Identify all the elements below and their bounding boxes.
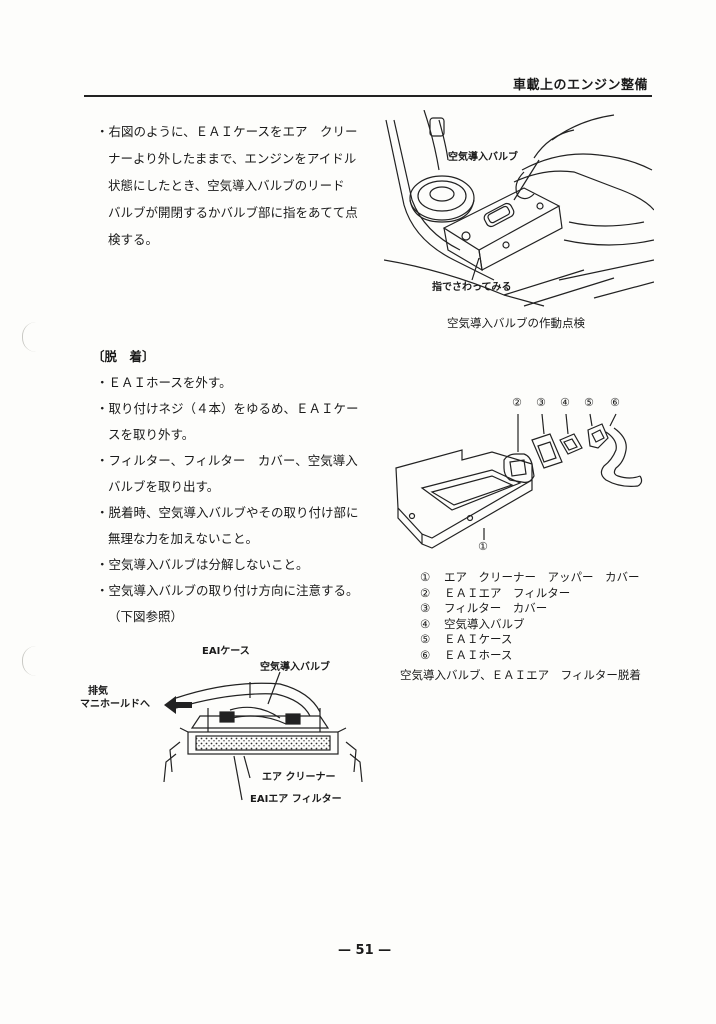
- procedure-line: ・空気導入バルブは分解しないこと。: [96, 557, 309, 572]
- figure-exploded-parts: ② ③ ④ ⑤ ⑥ ①: [392, 388, 672, 562]
- header-rule: [84, 95, 652, 97]
- label-finger: 指でさわってみる: [432, 282, 512, 293]
- callout-5: ⑤: [584, 396, 594, 409]
- callout-3: ③: [536, 396, 546, 409]
- procedure-line: スを取り外す。: [108, 427, 195, 442]
- intro-line: バルブが開閉するかバルブ部に指をあてて点: [108, 205, 358, 220]
- label-eai-case: EAIケース: [202, 646, 250, 657]
- page-header-title: 車載上のエンジン整備: [512, 78, 648, 93]
- procedure-line: ・ＥＡＩホースを外す。: [96, 375, 232, 390]
- label-eai-filter: EAIエア フィルター: [250, 794, 342, 805]
- procedure-line: （下図参照）: [108, 609, 184, 624]
- intro-line: 検する。: [108, 232, 159, 247]
- procedure-line: ・空気導入バルブの取り付け方向に注意する。: [96, 583, 359, 598]
- valve-check-illustration: [383, 109, 655, 307]
- callout-1: ①: [478, 540, 488, 553]
- figure1-caption: 空気導入バルブの作動点検: [447, 316, 585, 330]
- procedure-line: 無理な力を加えないこと。: [108, 531, 259, 546]
- page-number: — 51 —: [338, 943, 392, 958]
- figure-cross-section: EAIケース 空気導入バルブ 排気 マニホールドへ エア クリーナー EAIエア…: [80, 632, 380, 816]
- procedure-line: ・フィルター、フィルター カバー、空気導入: [96, 453, 358, 468]
- callout-4: ④: [560, 396, 570, 409]
- intro-paragraph: ・右図のように、ＥＡＩケースをエア クリー ナーより外したままで、エンジンをアイ…: [96, 118, 368, 253]
- callout-6: ⑥: [610, 396, 620, 409]
- intro-line: ナーより外したままで、エンジンをアイドル: [108, 151, 357, 166]
- punch-hole-mark: [22, 322, 37, 352]
- exploded-parts-illustration: [395, 413, 643, 549]
- intro-line: 状態にしたとき、空気導入バルブのリード: [108, 178, 345, 193]
- procedure-list: ・ＥＡＩホースを外す。 ・取り付けネジ（４本）をゆるめ、ＥＡＩケー スを取り外す…: [96, 370, 376, 630]
- label-air-valve: 空気導入バルブ: [260, 662, 330, 673]
- callout-2: ②: [512, 396, 522, 409]
- procedure-line: ・取り付けネジ（４本）をゆるめ、ＥＡＩケー: [96, 401, 359, 416]
- intro-line: ・右図のように、ＥＡＩケースをエア クリー: [96, 124, 358, 139]
- procedure-line: ・脱着時、空気導入バルブやその取り付け部に: [96, 505, 359, 520]
- figure2-caption: 空気導入バルブ、ＥＡＩエア フィルター脱着: [400, 668, 641, 682]
- label-exhaust-manifold: マニホールドへ: [80, 699, 150, 710]
- procedure-line: バルブを取り出す。: [108, 479, 220, 494]
- cross-section-illustration: [163, 671, 363, 801]
- label-valve: 空気導入バルブ: [448, 152, 518, 163]
- punch-hole-mark: [22, 646, 37, 676]
- label-air-cleaner: エア クリーナー: [262, 772, 336, 783]
- label-exhaust: 排気: [88, 686, 108, 697]
- figure-valve-check: 空気導入バルブ 指でさわってみる: [383, 109, 655, 314]
- section-heading: 〔脱 着〕: [92, 349, 155, 364]
